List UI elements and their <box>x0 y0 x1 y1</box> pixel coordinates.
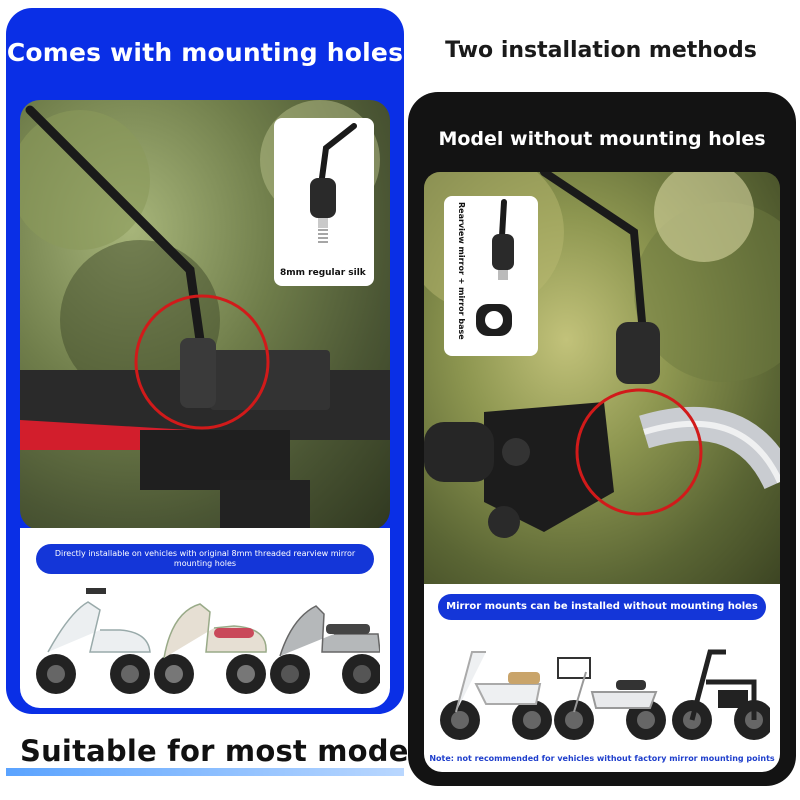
bolt-inset: 8mm regular silk <box>274 118 374 286</box>
bolt-inset-label: 8mm regular silk <box>280 268 366 278</box>
left-panel-title: Comes with mounting holes <box>6 38 404 67</box>
grey-scooter-icon <box>270 605 380 694</box>
white-scooter-icon <box>36 588 151 694</box>
mirror-base-inset-label: Rearview mirror + mirror base <box>457 202 466 340</box>
bottom-caption: Suitable for most models <box>20 734 437 768</box>
left-panel: Comes with mounting holes 8mm <box>6 8 404 714</box>
left-note-pill: Directly installable on vehicles with or… <box>36 544 374 574</box>
white-ebike-icon <box>440 651 552 740</box>
right-heading: Two installation methods <box>445 38 757 63</box>
folding-ebike-icon <box>672 649 770 740</box>
basket-ebike-icon <box>554 657 666 740</box>
mirror-base-inset: Rearview mirror + mirror base <box>444 196 538 356</box>
right-panel: Model without mounting holes <box>408 92 796 786</box>
right-panel-title: Model without mounting holes <box>438 128 766 150</box>
bottom-accent-bar <box>6 768 404 776</box>
right-note-pill: Mirror mounts can be installed without m… <box>438 594 766 620</box>
cream-scooter-icon <box>154 603 267 694</box>
right-vehicle-row <box>440 649 770 740</box>
right-footnote: Note: not recommended for vehicles witho… <box>429 754 775 763</box>
left-vehicle-row <box>36 588 380 694</box>
